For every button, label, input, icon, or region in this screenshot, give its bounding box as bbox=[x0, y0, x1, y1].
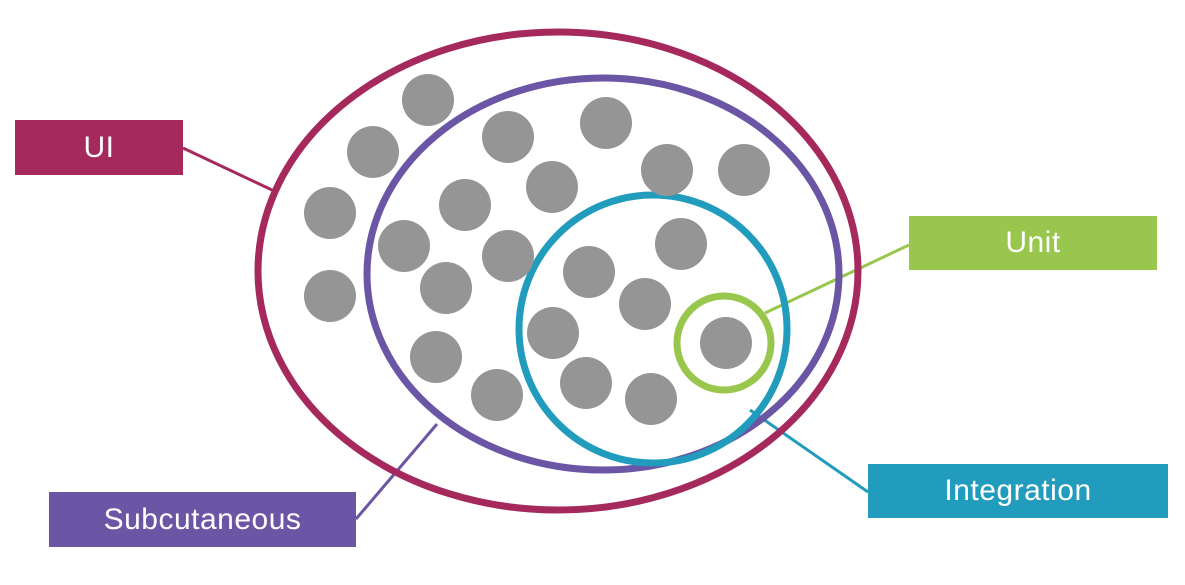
component-node bbox=[563, 246, 615, 298]
component-node bbox=[482, 230, 534, 282]
component-node bbox=[482, 111, 534, 163]
component-node bbox=[655, 218, 707, 270]
component-node bbox=[402, 74, 454, 126]
ui-connector-line bbox=[182, 146, 273, 192]
component-node bbox=[347, 126, 399, 178]
component-node bbox=[526, 161, 578, 213]
integration-connector-line bbox=[749, 408, 869, 494]
component-node bbox=[619, 278, 671, 330]
component-node bbox=[304, 187, 356, 239]
component-node bbox=[700, 317, 752, 369]
component-node bbox=[641, 144, 693, 196]
unit-boundary-circle bbox=[673, 292, 775, 394]
ui-label: UI bbox=[15, 120, 183, 175]
subcutaneous-boundary-ellipse bbox=[363, 74, 843, 474]
component-node bbox=[527, 307, 579, 359]
integration-boundary-circle bbox=[515, 191, 791, 467]
component-nodes bbox=[304, 74, 770, 425]
component-node bbox=[471, 369, 523, 421]
component-node bbox=[304, 270, 356, 322]
unit-label: Unit bbox=[909, 216, 1157, 270]
component-node bbox=[410, 331, 462, 383]
component-node bbox=[378, 220, 430, 272]
component-node bbox=[718, 144, 770, 196]
component-node bbox=[625, 373, 677, 425]
component-node bbox=[560, 357, 612, 409]
subcutaneous-label: Subcutaneous bbox=[49, 492, 356, 547]
component-node bbox=[580, 97, 632, 149]
integration-label: Integration bbox=[868, 464, 1168, 518]
component-node bbox=[439, 179, 491, 231]
ui-boundary-ellipse bbox=[254, 28, 862, 514]
component-node bbox=[420, 262, 472, 314]
